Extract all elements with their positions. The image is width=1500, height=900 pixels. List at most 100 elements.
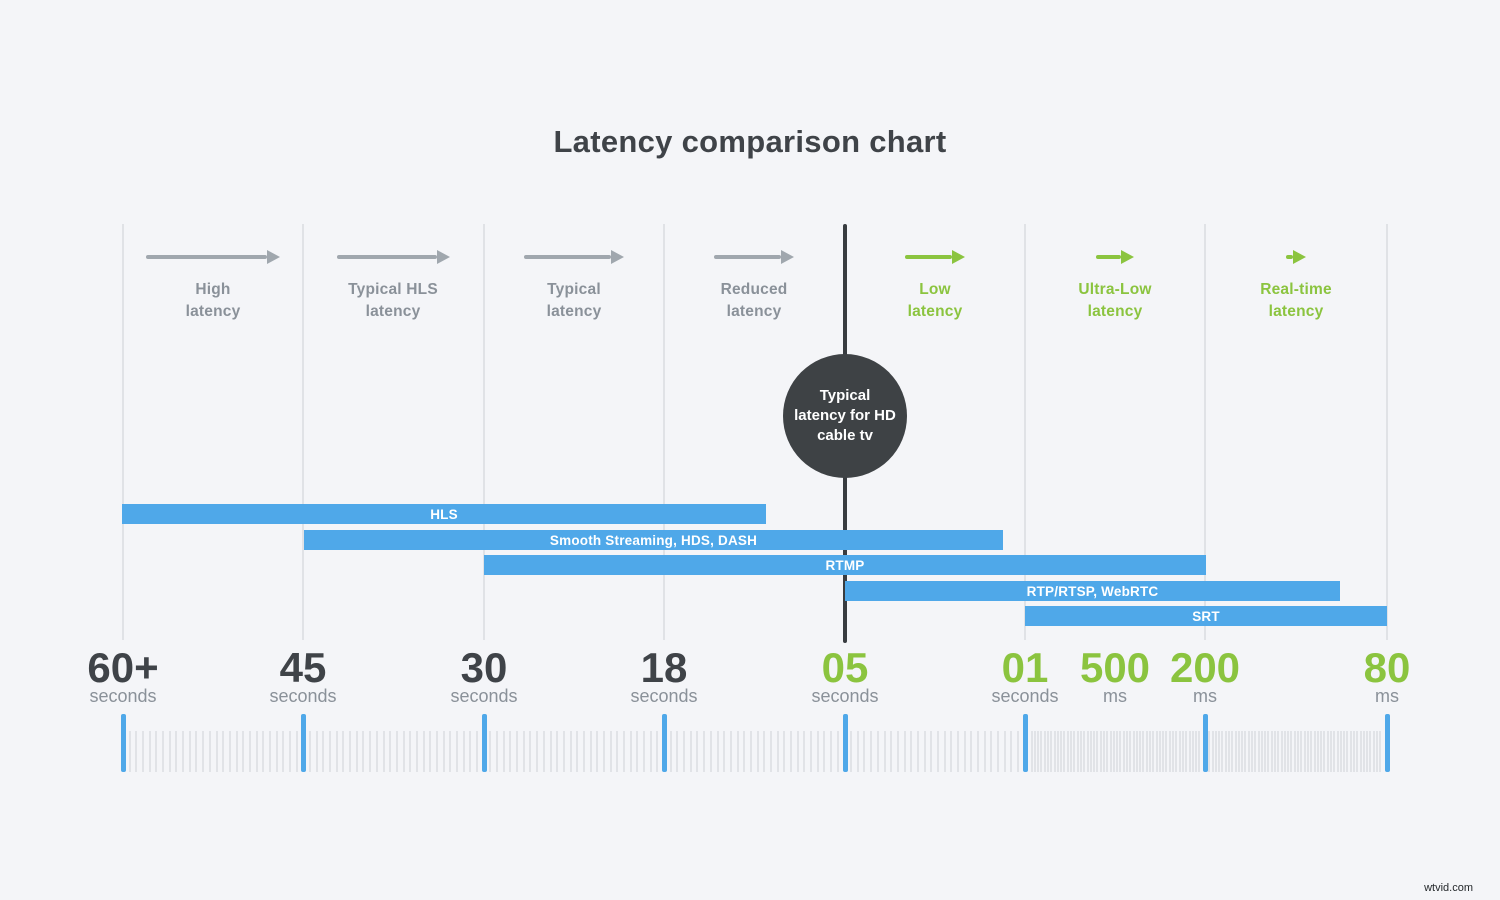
ruler-tick-minor (1129, 731, 1132, 772)
ruler-tick-minor (529, 731, 532, 772)
ruler-tick-minor (716, 731, 719, 772)
ruler-tick-minor (723, 731, 726, 772)
ruler-tick-minor (943, 731, 946, 772)
ruler-tick-minor (1247, 731, 1250, 772)
ruler-tick-minor (609, 731, 612, 772)
ruler-tick-minor (1283, 731, 1286, 772)
ruler-tick-minor (1218, 731, 1221, 772)
ruler-tick-minor (743, 731, 746, 772)
ruler-tick-minor (1093, 731, 1096, 772)
ruler-tick-minor (1359, 731, 1362, 772)
ruler-tick-minor (856, 731, 859, 772)
ruler-tick-minor (816, 731, 819, 772)
arrow-head (1293, 250, 1306, 264)
zone-label-line: latency (185, 302, 241, 320)
ruler-tick-minor (1208, 731, 1211, 772)
ruler-tick-minor (1369, 731, 1372, 772)
ruler-tick-major (1022, 714, 1028, 772)
ruler-tick-minor (1132, 731, 1135, 772)
ruler-tick-minor (1112, 731, 1115, 772)
axis-value: 01 (1001, 644, 1049, 691)
ruler-tick-minor (863, 731, 866, 772)
ruler-tick-minor (1343, 731, 1346, 772)
ruler-tick-minor (1089, 731, 1092, 772)
arrow-shaft (336, 255, 437, 259)
ruler-tick-minor (950, 731, 953, 772)
ruler-tick-minor (656, 731, 659, 772)
annotation-line: latency for HD (794, 406, 896, 424)
ruler-tick-minor (295, 731, 298, 772)
ruler-tick-minor (602, 731, 605, 772)
ruler-tick-major (481, 714, 487, 772)
ruler-tick-minor (1231, 731, 1234, 772)
ruler-tick-minor (1152, 731, 1155, 772)
ruler-tick-minor (1070, 731, 1073, 772)
ruler-tick-minor (516, 731, 519, 772)
ruler-tick-minor (449, 731, 452, 772)
ruler-tick-minor (556, 731, 559, 772)
ruler-tick-minor (1003, 731, 1006, 772)
ruler-tick-minor (883, 731, 886, 772)
ruler-tick-minor (957, 731, 959, 772)
zone-label-line: latency (907, 302, 963, 320)
ruler-tick-minor (175, 731, 178, 772)
arrow-head (436, 250, 450, 264)
gridline (1204, 224, 1206, 640)
ruler-tick-minor (1106, 731, 1109, 772)
ruler-tick-minor (616, 731, 619, 772)
ruler-tick-minor (1010, 731, 1013, 772)
ruler-tick-minor (542, 731, 545, 772)
ruler-tick-minor (128, 731, 131, 772)
zone-label-line: Typical (547, 281, 601, 298)
gridline (483, 224, 485, 640)
ruler-tick-minor (1316, 731, 1319, 772)
ruler-tick-minor (188, 731, 191, 772)
zone-arrow-icon (905, 250, 965, 264)
ruler-tick-minor (1353, 731, 1355, 772)
zone-label-line: Real-time (1260, 281, 1332, 298)
ruler-tick-minor (1178, 731, 1181, 772)
ruler-tick-minor (876, 731, 879, 772)
zone-arrow-icon (146, 250, 280, 264)
arrow-head (267, 250, 280, 264)
ruler-tick-minor (1191, 731, 1194, 772)
ruler-tick-minor (442, 731, 445, 772)
ruler-tick-minor (1234, 731, 1237, 772)
ruler-tick-minor (1323, 731, 1326, 772)
axis-unit: seconds (630, 686, 698, 706)
ruler-tick-minor (1145, 731, 1148, 772)
ruler-tick-minor (402, 731, 405, 772)
ruler-tick-minor (589, 731, 592, 772)
ruler-tick-minor (936, 731, 939, 772)
ruler-tick-minor (1313, 731, 1316, 772)
ruler-tick-minor (676, 731, 679, 772)
zone-label-line: latency (1087, 302, 1143, 320)
ruler-tick-minor (228, 731, 231, 772)
ruler-tick-minor (896, 731, 899, 772)
axis-unit: seconds (450, 686, 518, 706)
zone-arrow-icon (1096, 250, 1134, 264)
protocol-bar: HLS (122, 504, 766, 524)
ruler-tick-minor (1037, 731, 1040, 772)
ruler-tick-minor (1116, 731, 1119, 772)
ruler-tick-minor (456, 731, 458, 772)
arrow-head (1121, 250, 1134, 264)
protocol-bar: RTP/RTSP, WebRTC (845, 581, 1340, 601)
arrow-head (952, 250, 965, 264)
ruler-tick-minor (369, 731, 372, 772)
ruler-tick-minor (1277, 731, 1280, 772)
ruler-tick-minor (1149, 731, 1152, 772)
ruler-tick-minor (1079, 731, 1082, 772)
ruler-tick-minor (135, 731, 138, 772)
ruler-tick-minor (536, 731, 539, 772)
ruler-tick-minor (496, 731, 499, 772)
gridline (1386, 224, 1388, 640)
ruler-tick-minor (1257, 731, 1260, 772)
ruler-tick-minor (282, 731, 285, 772)
ruler-tick-minor (1188, 731, 1191, 772)
ruler-tick-minor (1329, 731, 1332, 772)
ruler-tick-minor (1244, 731, 1247, 772)
